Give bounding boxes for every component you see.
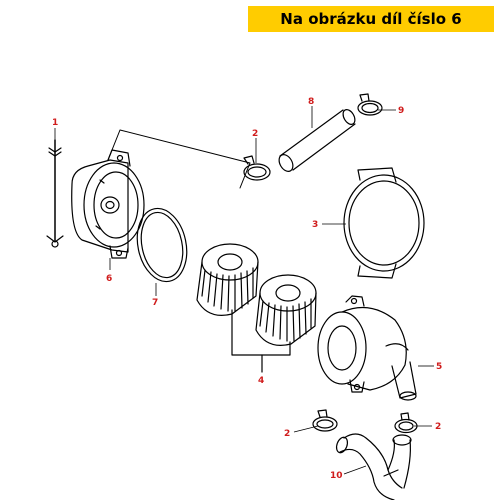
callout-1: 1 [52,118,58,128]
part-9-clamp [357,93,383,116]
part-5-pump [317,295,417,401]
part-4-filter-2 [255,274,317,346]
part-2-clamp-upper [243,155,271,181]
part-7-o-ring [136,207,188,283]
part-10-bent-hose [335,433,412,500]
part-4-filter-1 [196,243,259,316]
callout-7: 7 [152,298,158,308]
part-1-screw [46,139,64,248]
callout-leaders [54,106,434,475]
callout-6: 6 [106,274,112,284]
part-3-band [343,167,425,279]
callout-2-lower-right: 2 [435,422,441,432]
part-2-clamp-lower-right [394,412,418,434]
callout-9: 9 [398,106,404,116]
callout-4: 4 [258,376,264,386]
callout-10: 10 [330,471,343,481]
callout-5: 5 [436,362,442,372]
part-6-housing [71,149,145,259]
callout-2-lower-left: 2 [284,429,290,439]
header-banner: Na obrázku díl číslo 6 [248,6,494,32]
callout-3: 3 [312,220,318,230]
callout-2-upper: 2 [252,129,258,139]
callout-8: 8 [308,97,314,107]
header-text: Na obrázku díl číslo 6 [280,10,462,28]
part-8-hose [278,109,356,172]
part-2-clamp-lower-left [312,409,338,432]
